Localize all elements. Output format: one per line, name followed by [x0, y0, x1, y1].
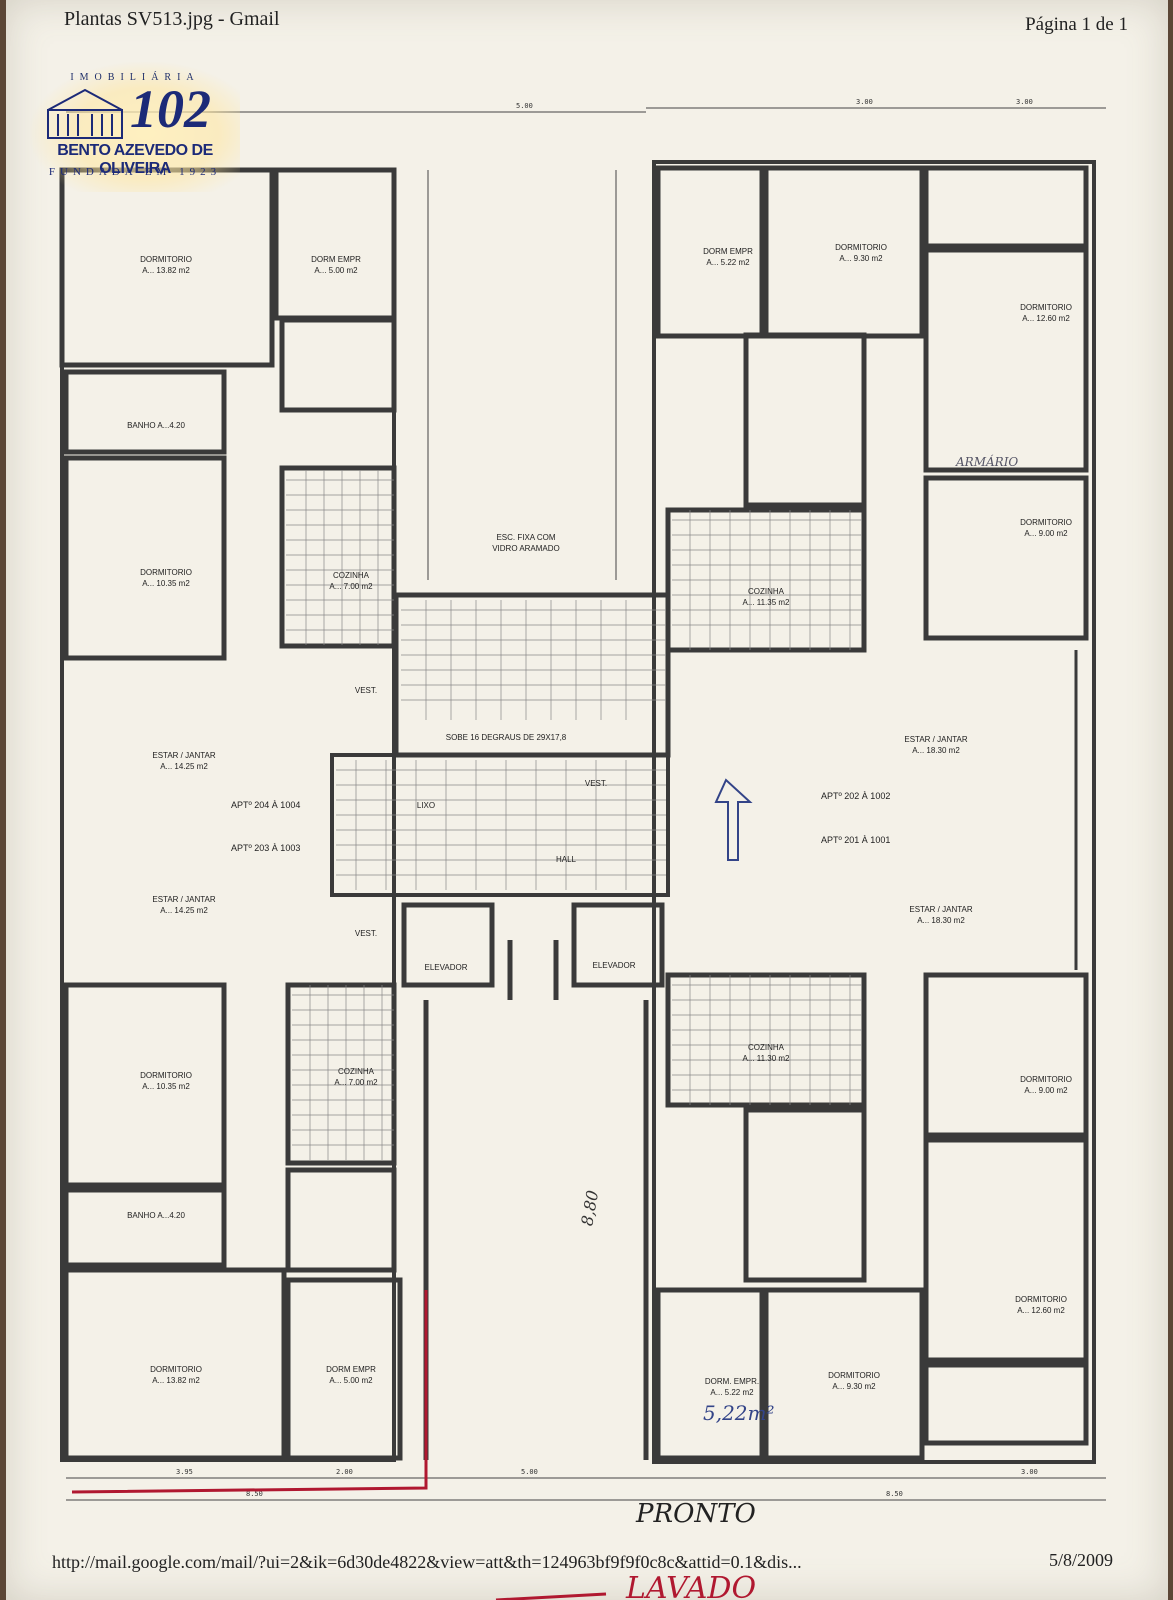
room-area: A... 7.00 m2: [334, 1078, 378, 1087]
logo-name: BENTO AZEVEDO DE OLIVEIRA: [57, 142, 213, 177]
room-label: ESTAR / JANTAR: [152, 751, 215, 760]
apartment-label: APTº 204 À 1004: [231, 800, 300, 810]
room-area: A... 11.30 m2: [743, 1054, 791, 1063]
logo-tagline: IMOBILIÁRIA: [70, 72, 200, 83]
room-area: A... 14.25 m2: [160, 762, 208, 771]
room-label: DORM. EMPR.: [705, 1377, 759, 1386]
document-page: Plantas SV513.jpg - Gmail Página 1 de 1: [6, 0, 1168, 1600]
room-area: A... 9.00 m2: [1024, 1086, 1068, 1095]
arrow-icon: [714, 778, 753, 861]
room-label: ESC. FIXA COM: [496, 533, 555, 542]
dim-label: 2.00: [336, 1468, 353, 1476]
handwritten-lavado: LAVADO: [625, 1571, 756, 1600]
room-area: A... 9.00 m2: [1024, 529, 1068, 538]
room-label: BANHO A...4.20: [127, 421, 185, 430]
page-number: Página 1 de 1: [1025, 14, 1128, 35]
room-label: DORMITORIO: [1020, 1075, 1072, 1084]
room-label: ELEVADOR: [593, 961, 636, 970]
logo-number: 102: [130, 79, 211, 139]
room-area: A... 12.60 m2: [1022, 314, 1070, 323]
apartment-label: APTº 203 À 1003: [231, 843, 300, 853]
room-label: VIDRO ARAMADO: [492, 544, 560, 553]
walls: [59, 160, 1096, 1464]
red-mark: [71, 1290, 428, 1494]
room-label: ESTAR / JANTAR: [152, 895, 215, 904]
dim-label: 5.00: [516, 102, 533, 110]
room-label: SOBE 16 DEGRAUS DE 29X17,8: [446, 733, 567, 742]
room-label: DORMITORIO: [150, 1365, 202, 1374]
room-area: A... 10.35 m2: [142, 579, 190, 588]
room-area: A... 5.00 m2: [314, 266, 358, 275]
room-area: A... 9.30 m2: [832, 1382, 876, 1391]
room-area: A... 9.30 m2: [839, 254, 883, 263]
room-label: LIXO: [417, 801, 435, 810]
dimension-lines: [66, 107, 1106, 1501]
handwritten-notes: 5,22m² PRONTO LAVADO 8,80 ARMÁRIO: [71, 454, 1018, 1600]
handwritten-area: 5,22m²: [703, 1401, 775, 1425]
footer-date: 5/8/2009: [1048, 1550, 1113, 1570]
room-label: VEST.: [355, 686, 377, 695]
room-label: ESTAR / JANTAR: [904, 735, 967, 744]
room-label: VEST.: [355, 929, 377, 938]
building-icon: [47, 88, 123, 139]
company-logo: IMOBILIÁRIA 102 BENTO AZEVEDO DE OLIVEIR…: [30, 62, 240, 192]
room-label: BANHO A...4.20: [127, 1211, 185, 1220]
room-label: DORM EMPR: [703, 247, 753, 256]
floor-plan: 5.00 3.00 3.00 3.95 2.00 5.00 3.00 8.50 …: [59, 98, 1106, 1600]
room-area: A... 12.60 m2: [1017, 1306, 1065, 1315]
logo-founded: FUNDADA EM 1923: [48, 166, 222, 178]
tile-patterns: [286, 470, 862, 1160]
dim-label: 3.00: [1021, 1468, 1038, 1476]
room-label: ELEVADOR: [425, 963, 468, 972]
room-area: A... 14.25 m2: [160, 906, 208, 915]
room-label: DORM EMPR: [326, 1365, 376, 1374]
room-area: A... 11.35 m2: [743, 598, 791, 607]
room-label: VEST.: [585, 779, 607, 788]
room-label: DORMITORIO: [835, 243, 887, 252]
handwritten-armario: ARMÁRIO: [955, 454, 1018, 469]
room-area: A... 18.30 m2: [917, 916, 965, 925]
room-area: A... 18.30 m2: [912, 746, 960, 755]
apartment-labels: APTº 204 À 1004 APTº 203 À 1003 APTº 202…: [231, 791, 890, 853]
room-label: COZINHA: [338, 1067, 375, 1076]
room-label: COZINHA: [333, 571, 370, 580]
room-area: A... 7.00 m2: [329, 582, 373, 591]
handwritten-dim: 8,80: [577, 1189, 602, 1227]
dim-label: 3.95: [176, 1468, 193, 1476]
red-underline: [495, 1592, 607, 1600]
room-area: A... 13.82 m2: [142, 266, 190, 275]
dim-label: 5.00: [521, 1468, 538, 1476]
room-label: HALL: [556, 855, 577, 864]
room-area: A... 10.35 m2: [142, 1082, 190, 1091]
room-label: COZINHA: [748, 587, 785, 596]
dim-label: 3.00: [1016, 98, 1033, 106]
room-label: DORMITORIO: [1020, 518, 1072, 527]
room-area: A... 5.22 m2: [710, 1388, 754, 1397]
dim-label: 8.50: [246, 1490, 263, 1498]
dimension-labels: 5.00 3.00 3.00 3.95 2.00 5.00 3.00 8.50 …: [176, 98, 1038, 1498]
room-label: DORMITORIO: [140, 1071, 192, 1080]
room-label: DORMITORIO: [1020, 303, 1072, 312]
dim-label: 3.00: [856, 98, 873, 106]
room-area: A... 13.82 m2: [152, 1376, 200, 1385]
document-title: Plantas SV513.jpg - Gmail: [64, 8, 280, 30]
room-label: DORMITORIO: [140, 255, 192, 264]
room-labels: DORMITORIO A... 13.82 m2 DORM EMPR A... …: [127, 243, 1072, 1397]
room-label: ESTAR / JANTAR: [909, 905, 972, 914]
room-label: DORMITORIO: [828, 1371, 880, 1380]
room-label: DORMITORIO: [1015, 1295, 1067, 1304]
dim-label: 8.50: [886, 1490, 903, 1498]
room-area: A... 5.00 m2: [329, 1376, 373, 1385]
apartment-label: APTº 202 À 1002: [821, 791, 890, 801]
room-area: A... 5.22 m2: [706, 258, 750, 267]
room-label: DORM EMPR: [311, 255, 361, 264]
room-label: COZINHA: [748, 1043, 785, 1052]
apartment-label: APTº 201 À 1001: [821, 835, 890, 845]
room-label: DORMITORIO: [140, 568, 192, 577]
handwritten-pronto: PRONTO: [635, 1499, 756, 1529]
footer-url: http://mail.google.com/mail/?ui=2&ik=6d3…: [52, 1552, 802, 1572]
